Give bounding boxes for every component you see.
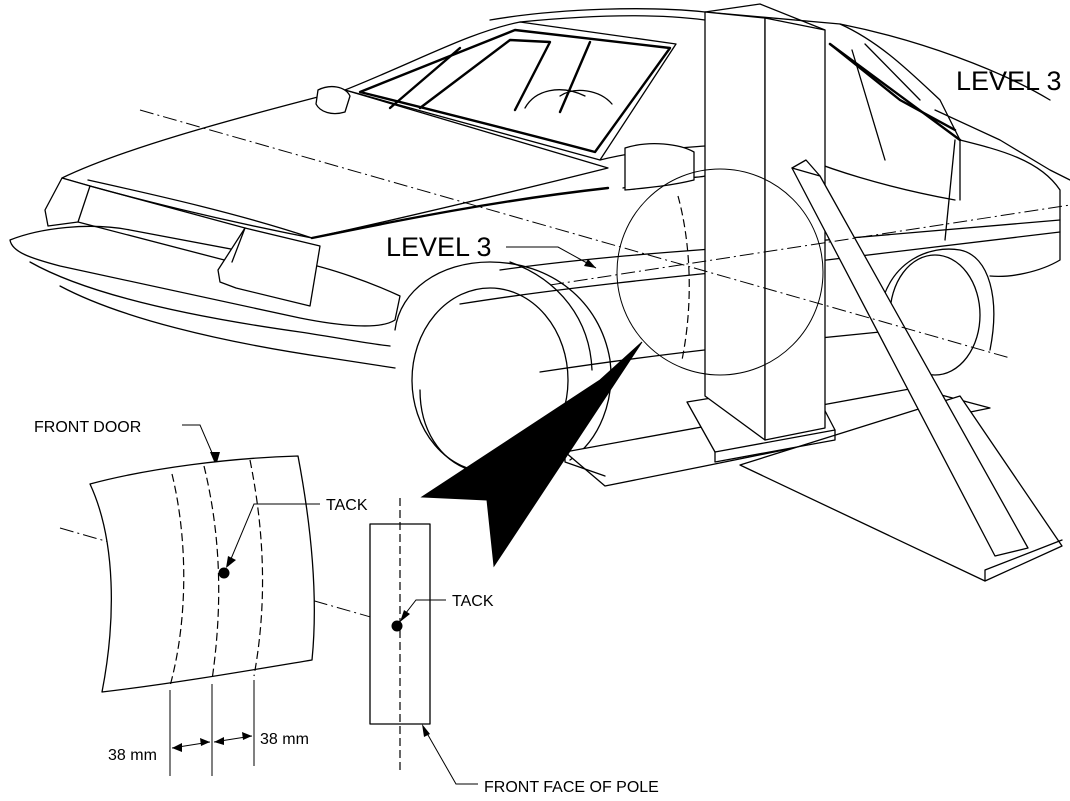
level-label-main: LEVEL 3 bbox=[386, 232, 492, 262]
pole-tack-dot bbox=[391, 620, 403, 632]
car-body bbox=[9, 8, 1070, 373]
level-leader bbox=[506, 246, 597, 269]
pole-tack-label: TACK bbox=[452, 593, 494, 610]
dim-right-label: 38 mm bbox=[260, 731, 309, 748]
pole-assembly bbox=[564, 3, 1063, 582]
callout-arrow bbox=[420, 341, 643, 568]
impact-zone-circle bbox=[616, 168, 824, 376]
dim-left-label: 38 mm bbox=[108, 747, 157, 764]
pole-face-detail: TACK FRONT FACE OF POLE bbox=[369, 498, 659, 796]
level-leader-arrowhead bbox=[584, 259, 596, 268]
door-tack-dot bbox=[218, 567, 230, 579]
level-label-upper: LEVEL 3 bbox=[956, 66, 1062, 96]
pole-face-label: FRONT FACE OF POLE bbox=[484, 779, 659, 796]
door-tack-label: TACK bbox=[326, 497, 368, 514]
front-door-detail: FRONT DOOR TACK 38 mm 38 mm bbox=[34, 419, 368, 776]
front-door-label: FRONT DOOR bbox=[34, 419, 141, 436]
